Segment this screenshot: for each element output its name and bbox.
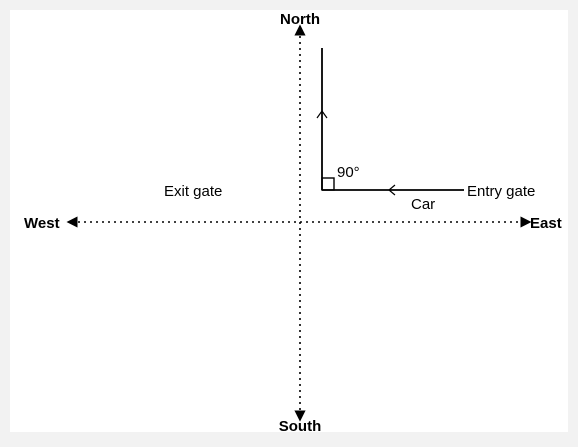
exit-gate-label: Exit gate (164, 183, 222, 200)
west-direction-arrow-icon (388, 184, 396, 196)
west-label: West (24, 215, 60, 232)
canvas-background (10, 10, 568, 432)
entry-gate-label: Entry gate (467, 183, 535, 200)
right-angle-marker-icon (321, 177, 335, 191)
north-direction-arrow-icon (316, 109, 328, 119)
south-label: South (279, 418, 322, 435)
east-label: East (530, 215, 562, 232)
car-label: Car (411, 196, 435, 213)
angle-label: 90° (337, 164, 360, 181)
north-label: North (280, 11, 320, 28)
